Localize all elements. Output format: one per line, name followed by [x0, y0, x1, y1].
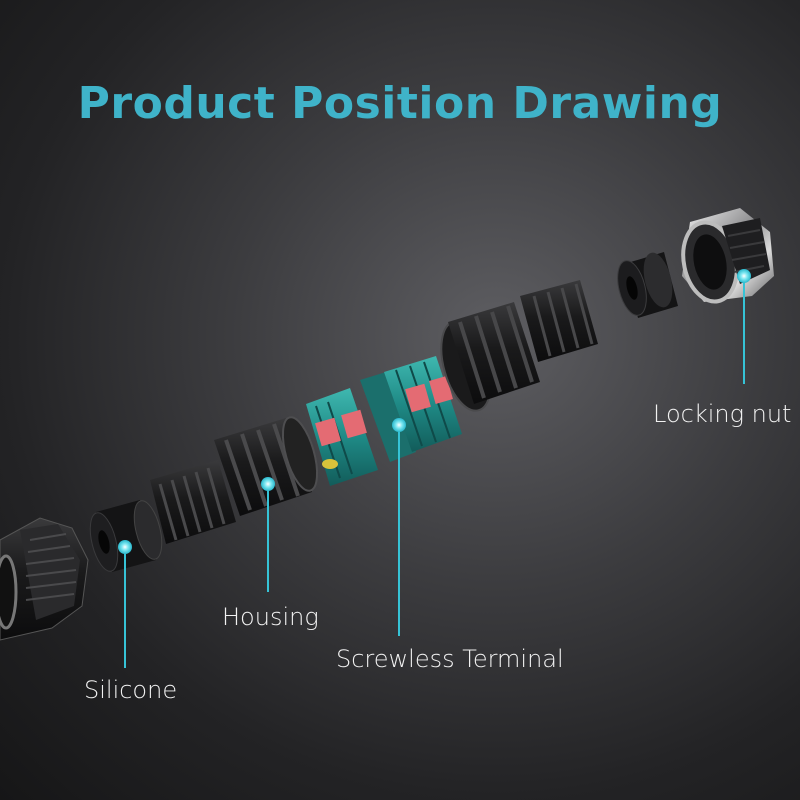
- label-silicone: Silicone: [84, 676, 178, 704]
- rear-housing-icon: [440, 280, 598, 412]
- callouts: [118, 269, 751, 668]
- label-housing: Housing: [222, 603, 319, 631]
- callout-dot-housing: [261, 477, 275, 491]
- callout-dot-locking-nut: [737, 269, 751, 283]
- screwless-terminal-icon: [306, 356, 462, 486]
- page-title: Product Position Drawing: [77, 78, 723, 129]
- callout-dot-terminal: [392, 418, 406, 432]
- silicone-ring-right-icon: [617, 252, 678, 318]
- silicone-ring-icon: [89, 500, 163, 572]
- locking-nut-icon: [681, 208, 774, 304]
- label-locking-nut: Locking nut: [653, 400, 792, 428]
- callout-dot-silicone: [118, 540, 132, 554]
- housing-icon: [150, 416, 319, 544]
- label-screwless-terminal: Screwless Terminal: [336, 645, 564, 673]
- left-cap-nut-icon: [0, 517, 89, 641]
